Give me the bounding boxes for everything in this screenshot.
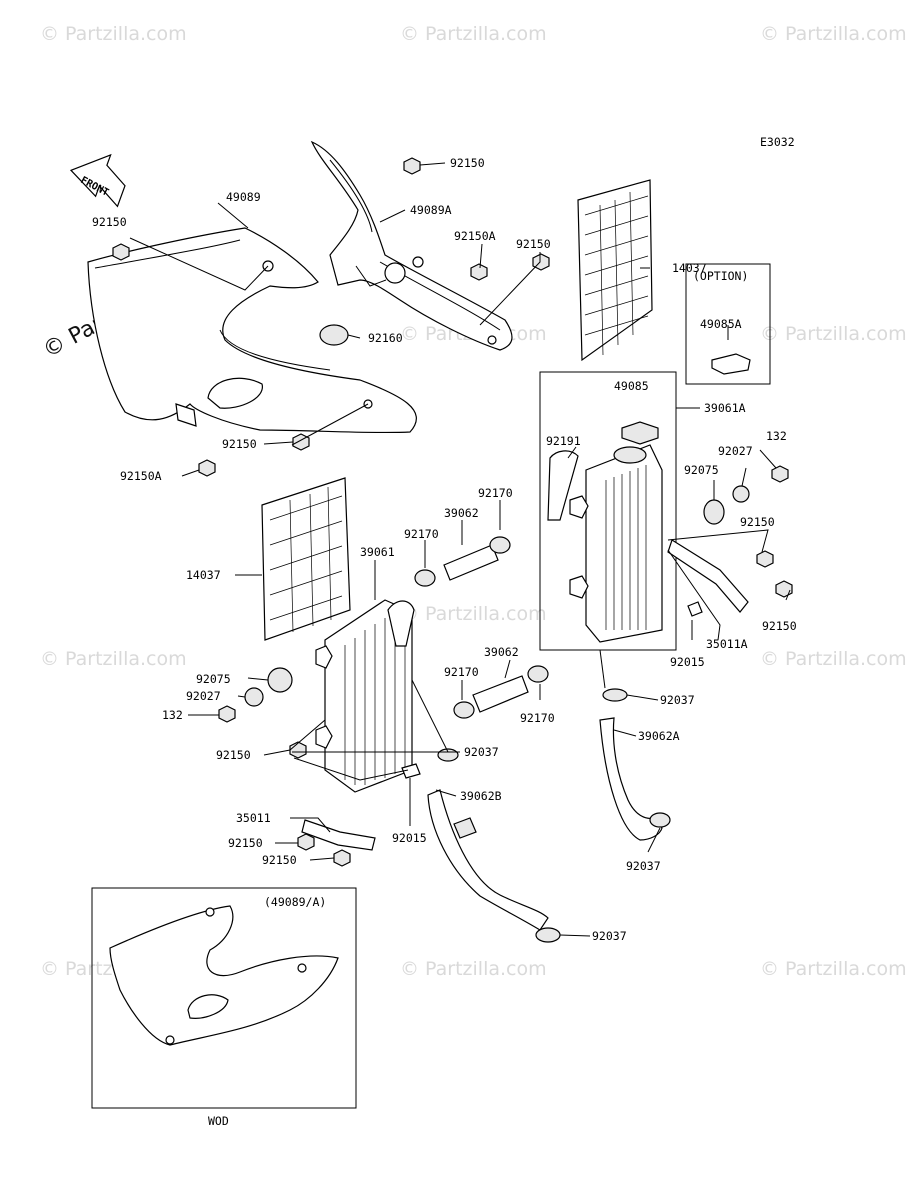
label-92170: 92170 <box>404 527 439 541</box>
label-92075: 92075 <box>196 672 231 686</box>
label-35011: 35011 <box>236 811 271 825</box>
cap-seal-icon <box>711 353 751 375</box>
label-92027: 92027 <box>718 444 753 458</box>
label-92037: 92037 <box>464 745 499 759</box>
label-92150A: 92150A <box>120 469 162 483</box>
bolt-icon <box>470 263 488 281</box>
inset-caption: WOD <box>208 1114 229 1128</box>
leader-lines <box>129 162 791 937</box>
label-92037: 92037 <box>626 859 661 873</box>
label-92150A: 92150A <box>454 229 496 243</box>
watermark: © Partzilla.com <box>400 958 547 980</box>
label-92150: 92150 <box>762 619 797 633</box>
label-92027: 92027 <box>186 689 221 703</box>
nut-icon <box>687 601 703 617</box>
bolt-icon <box>532 253 550 271</box>
label-92170: 92170 <box>520 711 555 725</box>
radiator-louver-right <box>577 179 653 362</box>
bolt-icon <box>756 550 774 568</box>
label-92150: 92150 <box>516 237 551 251</box>
bracket-right <box>667 539 749 613</box>
clamp-icon <box>453 817 477 839</box>
label-14037: 14037 <box>186 568 221 582</box>
watermark: © Partzilla.com <box>760 23 907 45</box>
label-92160: 92160 <box>368 331 403 345</box>
label-39061A: 39061A <box>704 401 746 415</box>
watermark: © Partzilla.com <box>400 603 547 625</box>
label-39061: 39061 <box>360 545 395 559</box>
bracket-left <box>301 819 376 851</box>
radiator-shroud-left <box>87 227 417 434</box>
clamp-icons <box>437 688 671 943</box>
radiator-right <box>569 444 663 643</box>
watermark: © Partzilla.com <box>760 648 907 670</box>
watermark: © Partzilla.com <box>400 23 547 45</box>
label-92015: 92015 <box>670 655 705 669</box>
option-box <box>685 263 771 385</box>
bolt-icon <box>297 833 315 851</box>
bolt-icon <box>112 243 130 261</box>
label-49089A: 49089A <box>410 203 452 217</box>
watermark: © Partzilla.com <box>760 958 907 980</box>
label-92191: 92191 <box>546 434 581 448</box>
label-92150: 92150 <box>450 156 485 170</box>
radiator-left <box>315 599 415 793</box>
lower-hose-left <box>427 789 549 931</box>
radiator-louver-left <box>261 477 351 641</box>
inset-box <box>91 887 357 1109</box>
label-92015: 92015 <box>392 831 427 845</box>
label-92150: 92150 <box>740 515 775 529</box>
watermark: © Partzilla.com <box>40 648 187 670</box>
inset-title: (49089/A) <box>264 895 326 909</box>
nut-icon <box>401 763 421 779</box>
label-39062: 39062 <box>484 645 519 659</box>
label-39062B: 39062B <box>460 789 502 803</box>
label-92037: 92037 <box>660 693 695 707</box>
breather-hose-icon <box>547 450 579 521</box>
label-92150: 92150 <box>92 215 127 229</box>
part-labels: 49089 92150 92150 49089A 92150A 92150 14… <box>92 156 797 943</box>
radiator-shroud-right <box>310 140 513 351</box>
label-39062: 39062 <box>444 506 479 520</box>
label-14037: 14037 <box>672 261 707 275</box>
bolt-icon <box>403 157 421 175</box>
bolt-icon <box>333 849 351 867</box>
label-92075: 92075 <box>684 463 719 477</box>
inset-shroud <box>109 905 339 1046</box>
grommet-icon <box>319 324 349 346</box>
assembly-frame-right <box>539 371 677 651</box>
label-92150: 92150 <box>222 437 257 451</box>
bolt-icons <box>112 157 793 867</box>
bolt-icon <box>775 580 793 598</box>
label-49085: 49085 <box>614 379 649 393</box>
bolt-icon <box>289 741 307 759</box>
option-title: (OPTION) <box>693 269 748 283</box>
label-92170: 92170 <box>444 665 479 679</box>
label-92150: 92150 <box>262 853 297 867</box>
watermark: © Partzilla.com <box>40 23 187 45</box>
bolt-icon <box>218 705 236 723</box>
label-92170: 92170 <box>478 486 513 500</box>
hoses-middle <box>414 536 549 719</box>
label-92150: 92150 <box>216 748 251 762</box>
label-35011A: 35011A <box>706 637 748 651</box>
bolt-icon <box>198 459 216 477</box>
radiator-cap-icon <box>621 421 659 445</box>
label-92150: 92150 <box>228 836 263 850</box>
bolt-icon <box>771 465 789 483</box>
label-39062A: 39062A <box>638 729 680 743</box>
bolt-icon <box>292 433 310 451</box>
label-49089: 49089 <box>226 190 261 204</box>
front-arrow-icon: FRONT <box>69 153 126 208</box>
label-132: 132 <box>766 429 787 443</box>
lower-hose-right <box>599 717 663 841</box>
grommet-icons <box>244 485 750 707</box>
label-92037: 92037 <box>592 929 627 943</box>
label-132: 132 <box>162 708 183 722</box>
watermark: © Partzilla.com <box>760 323 907 345</box>
diagram-code: E3032 <box>760 135 795 149</box>
label-49085A: 49085A <box>700 317 742 331</box>
